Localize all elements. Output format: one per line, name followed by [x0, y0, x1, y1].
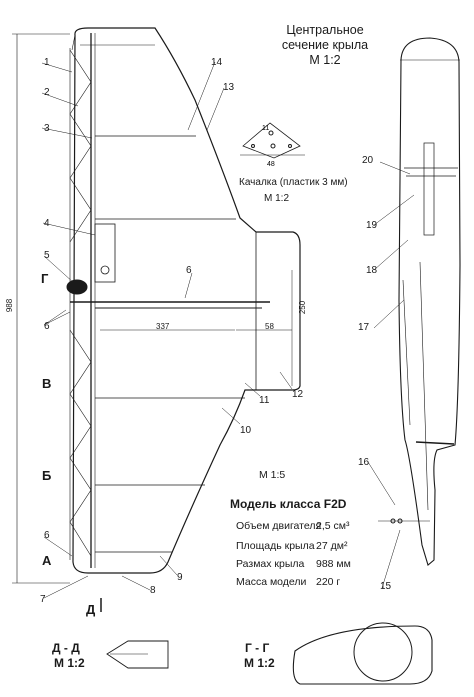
section-gg-title: Г - Г [245, 641, 270, 655]
dim-inner: 337 [156, 322, 170, 331]
callout-5: 5 [44, 250, 50, 261]
callout-11: 11 [259, 395, 270, 406]
spec-value: 27 дм² [316, 540, 348, 552]
central-section-scale: М 1:2 [309, 53, 341, 67]
spec-label: Площадь крыла [236, 540, 315, 552]
callout-14: 14 [211, 57, 223, 68]
callout-15: 15 [380, 581, 392, 592]
callout-9: 9 [177, 572, 183, 583]
spec-label: Масса модели [236, 576, 307, 588]
callout-19: 19 [366, 220, 378, 231]
spec-row: Размах крыла 988 мм [236, 558, 351, 570]
spec-label: Объем двигателя [236, 520, 322, 532]
callout-4: 4 [44, 218, 50, 229]
model-heading: Модель класса F2D [230, 497, 347, 511]
spec-label: Размах крыла [236, 558, 305, 570]
spec-row: Объем двигателя 2,5 см³ [236, 520, 349, 532]
callout-1: 1 [44, 57, 50, 68]
section-mark-d: Д [86, 602, 96, 617]
dim-flap-width: 58 [265, 322, 274, 331]
rocker-dim-width: 48 [267, 161, 275, 168]
rocker-scale: М 1:2 [264, 193, 290, 204]
section-gg-scale: М 1:2 [244, 656, 275, 670]
callout-6-center: 6 [186, 265, 192, 276]
dim-flap-height: 250 [298, 300, 308, 315]
callout-16: 16 [358, 457, 370, 468]
spec-value: 220 г [316, 576, 341, 588]
central-section-line2: сечение крыла [281, 38, 369, 52]
spec-value: 2,5 см³ [316, 520, 350, 532]
spec-row: Площадь крыла 27 дм² [236, 540, 347, 552]
callout-6-tip: 6 [44, 530, 50, 541]
callout-8: 8 [150, 585, 156, 596]
spec-row: Масса модели 220 г [236, 576, 340, 588]
section-dd-scale: М 1:2 [54, 656, 85, 670]
section-mark-b: Б [42, 468, 52, 483]
callout-12: 12 [292, 389, 304, 400]
callout-17: 17 [358, 322, 370, 333]
section-mark-g: Г [41, 271, 49, 286]
main-scale: М 1:5 [259, 469, 286, 481]
callout-7: 7 [40, 594, 46, 605]
rocker-dim-height: 11 [262, 125, 269, 132]
callout-10: 10 [240, 425, 252, 436]
rocker-caption: Качалка (пластик 3 мм) [239, 177, 348, 188]
callout-2: 2 [44, 87, 50, 98]
callout-6-left: 6 [44, 321, 50, 332]
callout-18: 18 [366, 265, 378, 276]
spec-value: 988 мм [316, 558, 351, 570]
dim-span: 988 [5, 298, 15, 313]
central-section-line1: Центральное [286, 23, 364, 37]
callout-20: 20 [362, 155, 374, 166]
section-mark-a: А [42, 553, 52, 568]
callout-3: 3 [44, 123, 50, 134]
callout-13: 13 [223, 82, 235, 93]
section-mark-v: В [42, 376, 52, 391]
central-section-title: Центральное сечение крыла М 1:2 [276, 23, 374, 68]
section-dd-title: Д - Д [52, 641, 80, 655]
